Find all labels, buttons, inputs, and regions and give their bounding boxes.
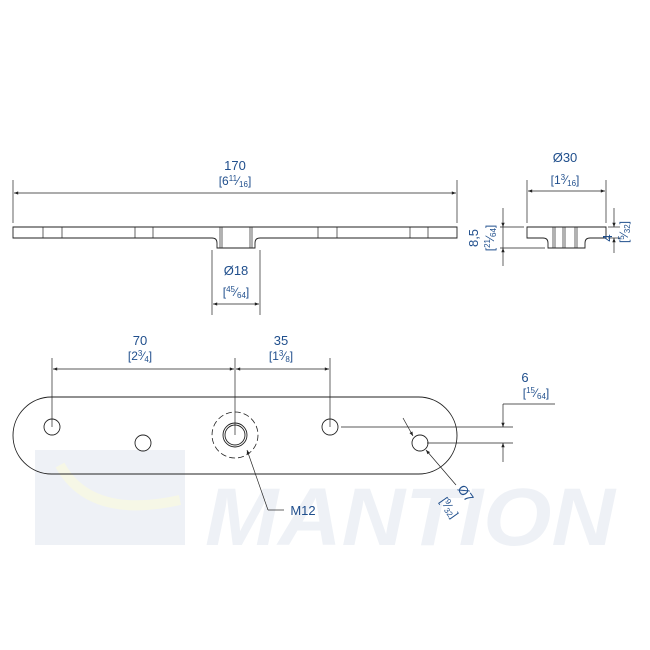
height-inch: [21⁄64] [483,225,498,252]
side-diameter-inch: [13⁄16] [551,173,580,188]
offset-inch: [15⁄64] [523,386,550,401]
length-inch: [611⁄16] [219,174,252,189]
thickness-mm: 4 [600,234,615,241]
side-diameter-mm: Ø30 [553,150,578,165]
top-view: 170 [611⁄16] Ø18 [45⁄64] [12,158,458,315]
side-view: Ø30 [13⁄16] 8,5 [21⁄64] 4 [5⁄32] [466,150,632,266]
boss-diameter-inch: [45⁄64] [223,285,250,300]
offset-mm: 6 [521,370,528,385]
length-mm: 170 [224,158,246,173]
height-mm: 8,5 [466,229,481,247]
watermark-text: MANTION [205,472,617,563]
boss-diameter-mm: Ø18 [224,263,249,278]
thread-label: M12 [290,503,315,518]
spacing-70-mm: 70 [133,333,147,348]
spacing-35-inch: [13⁄8] [269,349,293,364]
watermark-logo: MANTION [35,450,617,563]
spacing-35-mm: 35 [274,333,288,348]
hole [134,434,152,452]
hole [411,434,429,452]
spacing-70-inch: [23⁄4] [128,349,152,364]
thickness-inch: [5⁄32] [617,221,632,243]
